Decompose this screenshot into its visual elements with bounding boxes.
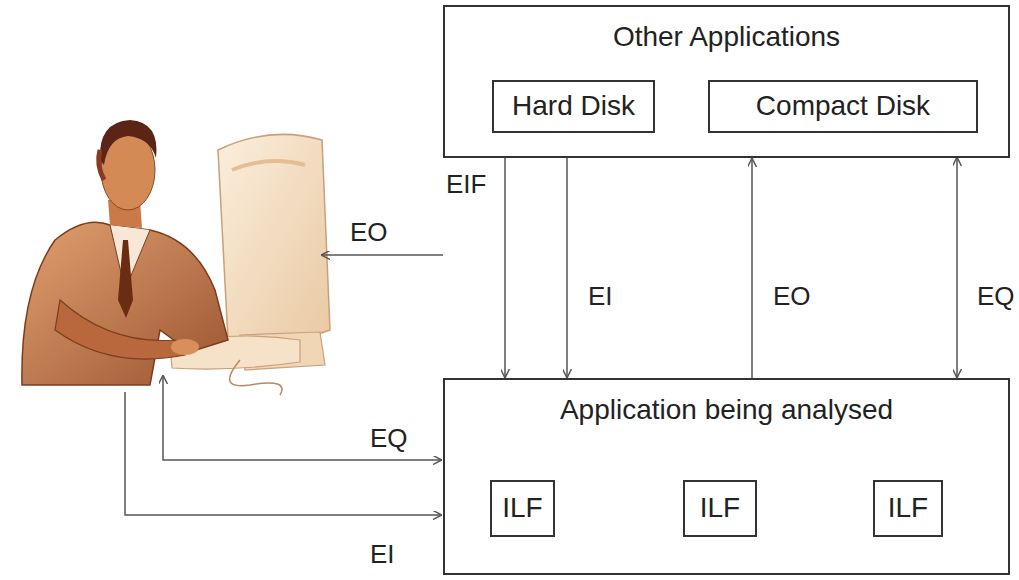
storage-box: Compact Disk <box>708 80 978 133</box>
eo-flow-line <box>322 254 443 256</box>
flow-connector <box>504 158 506 377</box>
flow-label: EIF <box>444 170 488 199</box>
flow-label: EI <box>586 282 615 311</box>
mouse-cable <box>230 360 282 395</box>
ilf-box: ILF <box>873 480 943 537</box>
flow-connector <box>956 158 958 377</box>
flow-label: EO <box>771 282 813 311</box>
arm <box>55 300 185 359</box>
connector-layer <box>505 158 957 378</box>
ilf-box: ILF <box>490 480 555 537</box>
flow-label: EQ <box>975 282 1017 311</box>
box-label: ILF <box>502 492 542 524</box>
box-label: Hard Disk <box>512 90 635 122</box>
headset <box>99 150 104 180</box>
user-flow-lines <box>125 255 443 515</box>
ilf-box: ILF <box>683 480 757 537</box>
flow-label: EO <box>348 218 390 247</box>
flow-label: EI <box>368 540 397 569</box>
storage-box: Hard Disk <box>492 80 655 133</box>
monitor <box>218 134 330 343</box>
keyboard <box>170 336 300 369</box>
box-label: Compact Disk <box>756 90 930 122</box>
monitor-shade <box>232 161 305 170</box>
person-illustration <box>22 120 330 395</box>
eq-flow-line <box>163 376 441 460</box>
application-box: Other ApplicationsHard Disk Compact Disk <box>443 5 1010 158</box>
flow-connector <box>751 159 753 378</box>
box-heading: Other Applications <box>613 21 840 53</box>
flow-connector <box>566 158 568 377</box>
tie <box>118 240 133 318</box>
suit <box>22 222 228 385</box>
box-heading: Application being analysed <box>560 394 893 426</box>
application-box: Application being analysedILF ILF ILF <box>443 378 1010 575</box>
box-label: ILF <box>888 492 928 524</box>
hair <box>100 120 157 165</box>
flow-label: EQ <box>368 424 410 453</box>
box-label: ILF <box>700 492 740 524</box>
hand <box>171 339 199 355</box>
ei-flow-line <box>125 392 441 515</box>
